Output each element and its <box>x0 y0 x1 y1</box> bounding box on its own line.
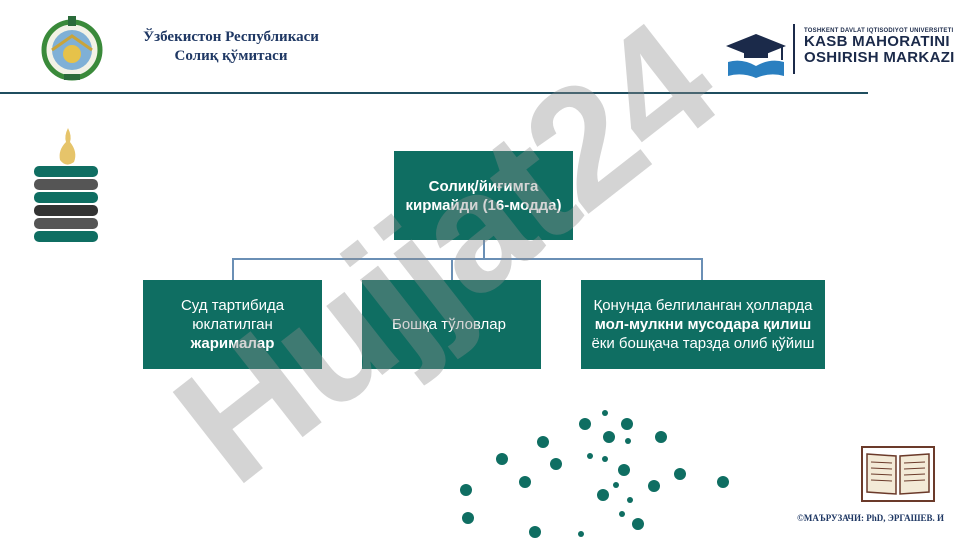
connector-child2 <box>451 258 453 280</box>
root-line2: кирмайди (16-модда) <box>405 196 562 214</box>
child1-text: Суд тартибида юклатилган <box>180 297 285 333</box>
header-title-line1: Ўзбекистон Республикаси <box>143 29 319 45</box>
uzbekistan-emblem-icon <box>41 16 103 81</box>
root-line1: Солиқ/йиғимга <box>428 177 539 195</box>
logo-line2: OSHIRISH MARKAZI <box>804 49 955 66</box>
child3-text-after: ёки бошқача тарзда олиб қўйиш <box>591 335 815 352</box>
connector-child3 <box>701 258 703 280</box>
header-divider <box>0 92 868 94</box>
logo-small-text: TOSHKENT DAVLAT IQTISODIYOT UNIVERSITETI <box>804 28 954 34</box>
connector-horizontal <box>232 258 703 260</box>
footer-credit: ©МАЪРУЗАЧИ: PhD, ЭРГАШЕВ. И <box>797 513 944 523</box>
connector-child1 <box>232 258 234 280</box>
diagram-child-confiscation: Қонунда белгиланган ҳолларда мол-мулкни … <box>581 280 825 369</box>
child3-bold: мол-мулкни мусодара қилиш <box>594 316 812 333</box>
child2-text: Бошқа тўловлар <box>392 316 506 333</box>
open-book-icon <box>861 446 935 502</box>
graduation-book-icon <box>726 34 786 78</box>
logo-line1: KASB MAHORATINI <box>804 33 950 50</box>
logo-divider <box>793 24 795 74</box>
diagram-root-box: Солиқ/йиғимга кирмайди (16-модда) <box>394 151 573 240</box>
header-title: Ўзбекистон Республикаси Солиқ қўмитаси <box>96 28 366 66</box>
connector-root-down <box>483 240 485 258</box>
decorative-dots <box>460 410 729 538</box>
header-title-line2: Солиқ қўмитаси <box>174 48 288 64</box>
diagram-child-other-payments: Бошқа тўловлар <box>362 280 541 369</box>
books-stack-icon <box>34 128 98 242</box>
child1-bold: жарималар <box>190 335 275 352</box>
diagram-child-fines: Суд тартибида юклатилган жарималар <box>143 280 322 369</box>
child3-text-before: Қонунда белгиланган ҳолларда <box>593 297 813 314</box>
university-logo-text: TOSHKENT DAVLAT IQTISODIYOT UNIVERSITETI… <box>804 28 955 66</box>
